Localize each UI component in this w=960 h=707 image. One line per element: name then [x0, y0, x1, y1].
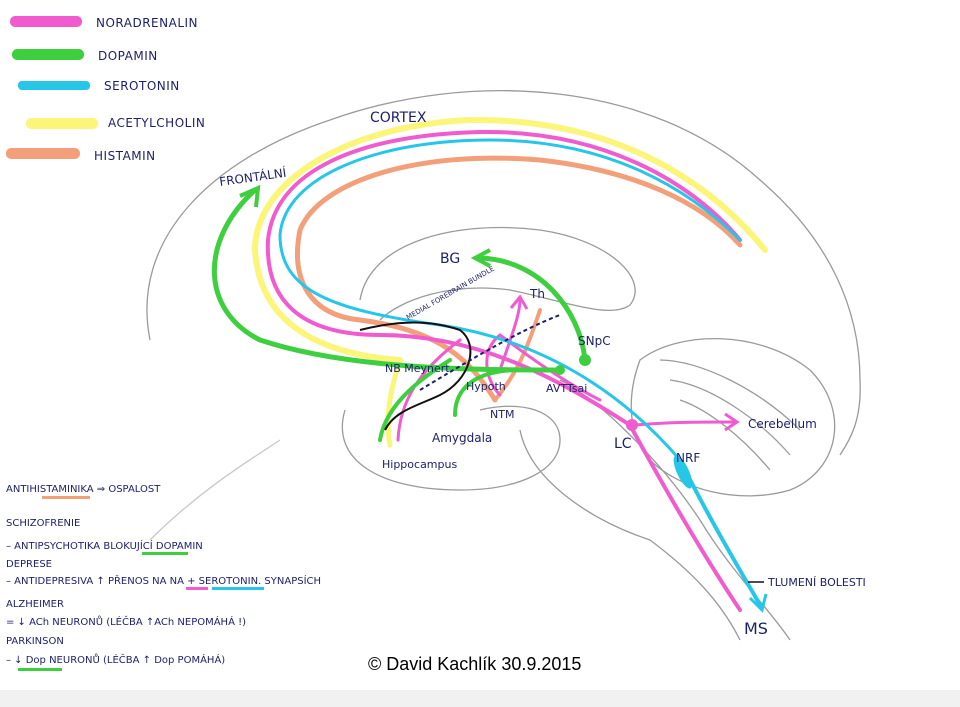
legend-swatch-dopamin — [12, 49, 84, 60]
legend-label-noradrenalin: NORADRENALIN — [96, 16, 198, 30]
histamine-pathway-thalamus — [493, 308, 542, 402]
note-schizophrenia: SCHIZOFRENIE — [6, 518, 80, 529]
label-spinal-cord: MS — [744, 619, 768, 638]
noradrenaline-pathway-cerebellum — [633, 420, 737, 427]
note-antipsychotics: – ANTIPSYCHOTIKA BLOKUJÍCÍ DOPAMIN — [6, 539, 203, 552]
noradrenaline-arrow-thalamus — [509, 294, 529, 310]
legend: NORADRENALIN DOPAMIN SEROTONIN ACETYLCHO… — [6, 16, 205, 163]
scan-edge-strip — [0, 690, 960, 707]
medial-forebrain-bundle-line — [359, 321, 472, 431]
legend-label-serotonin: SEROTONIN — [104, 79, 180, 93]
note-dop-highlight — [18, 668, 62, 671]
ventral-tegmental-nucleus — [555, 365, 565, 375]
noradrenaline-pathway-thalamus — [498, 298, 522, 372]
temporal-lobe-outline — [341, 405, 561, 491]
label-nucleus-basalis: NB Meynert — [385, 362, 450, 375]
label-hypothalamus: Hypoth — [466, 380, 506, 393]
note-na-highlight — [186, 587, 208, 590]
histamine-pathway-cortex — [295, 155, 743, 403]
legend-swatch-acetylcholin — [26, 118, 98, 129]
note-dopamin-highlight — [142, 552, 188, 555]
dopamine-arrow-frontal — [239, 184, 261, 208]
acetylcholine-pathway-hippocampus — [385, 357, 403, 448]
label-thalamus: Th — [529, 287, 545, 301]
corpus-callosum-outline — [359, 226, 636, 321]
label-basal-ganglia: BG — [440, 251, 460, 267]
dopamine-pathway-basal-ganglia — [477, 255, 588, 363]
note-serotonin-highlight — [212, 587, 264, 590]
label-locus-coeruleus: LC — [614, 436, 632, 452]
note-antidepressants: – ANTIDEPRESIVA ↑ PŘENOS NA NA + SEROTON… — [6, 574, 321, 587]
legend-label-histamin: HISTAMIN — [94, 149, 156, 163]
note-parkinson: PARKINSON — [6, 636, 64, 647]
dopamine-pathway-amygdala — [453, 368, 522, 417]
label-vta: AVTTsai — [546, 382, 587, 395]
clinical-notes: ANTIHISTAMINIKA ⇒ OSPALOST SCHIZOFRENIE … — [6, 484, 321, 671]
label-cerebellum: Cerebellum — [748, 417, 817, 431]
label-cortex: CORTEX — [370, 110, 427, 126]
hypothalamus-link-line — [419, 314, 561, 391]
legend-label-acetylcholin: ACETYLCHOLIN — [108, 116, 205, 130]
legend-swatch-noradrenalin — [10, 16, 82, 27]
legend-label-dopamin: DOPAMIN — [98, 49, 158, 63]
note-depression: DEPRESE — [6, 559, 52, 570]
note-antihistamines-highlight — [42, 496, 90, 499]
serotonin-pathway-cortex — [278, 138, 742, 462]
cortex-outline — [146, 90, 861, 456]
note-alzheimer: ALZHEIMER — [6, 599, 64, 610]
note-ach-neurons: = ↓ ACh NEURONŮ (LÉČBA ↑ACh NEPOMÁHÁ !) — [6, 615, 246, 628]
dopamine-arrow-basal-ganglia — [470, 248, 491, 268]
note-dop-neurons: – ↓ Dop NEURONŮ (LÉČBA ↑ Dop POMÁHÁ) — [6, 653, 225, 666]
noradrenaline-pathway-hypothalamus — [485, 333, 602, 402]
dopamine-pathway-hippocampus — [378, 358, 452, 442]
label-substantia-nigra: SNpC — [578, 334, 611, 348]
dopamine-pathway-frontal — [211, 187, 563, 373]
pencil-guide-line — [149, 439, 281, 541]
label-amygdala: Amygdala — [432, 431, 492, 445]
label-frontal: FRONTÁLNÍ — [218, 165, 287, 189]
label-raphe: NRF — [676, 451, 700, 465]
label-hippocampus: Hippocampus — [382, 458, 457, 471]
serotonin-arrow-spinal — [748, 593, 768, 613]
raphe-nuclei — [673, 455, 693, 489]
acetylcholine-pathway-cortex — [251, 116, 768, 363]
legend-swatch-serotonin — [18, 81, 90, 90]
noradrenaline-arrow-cerebellum — [724, 412, 740, 432]
legend-swatch-histamin — [6, 148, 80, 159]
label-pain-inhibition: TLUMENÍ BOLESTI — [767, 576, 866, 589]
noradrenaline-pathway-spinal — [628, 423, 742, 612]
note-antihistamines: ANTIHISTAMINIKA ⇒ OSPALOST — [6, 484, 161, 495]
locus-coeruleus-nucleus — [626, 419, 638, 431]
copyright-notice: © David Kachlík 30.9.2015 — [368, 654, 582, 674]
label-medial-forebrain-bundle: MEDIAL FOREBRAIN BUNDLE — [405, 265, 496, 322]
substantia-nigra-nucleus — [579, 354, 591, 366]
label-ntm: NTM — [490, 408, 514, 421]
noradrenaline-pathway-cortex — [265, 129, 742, 427]
